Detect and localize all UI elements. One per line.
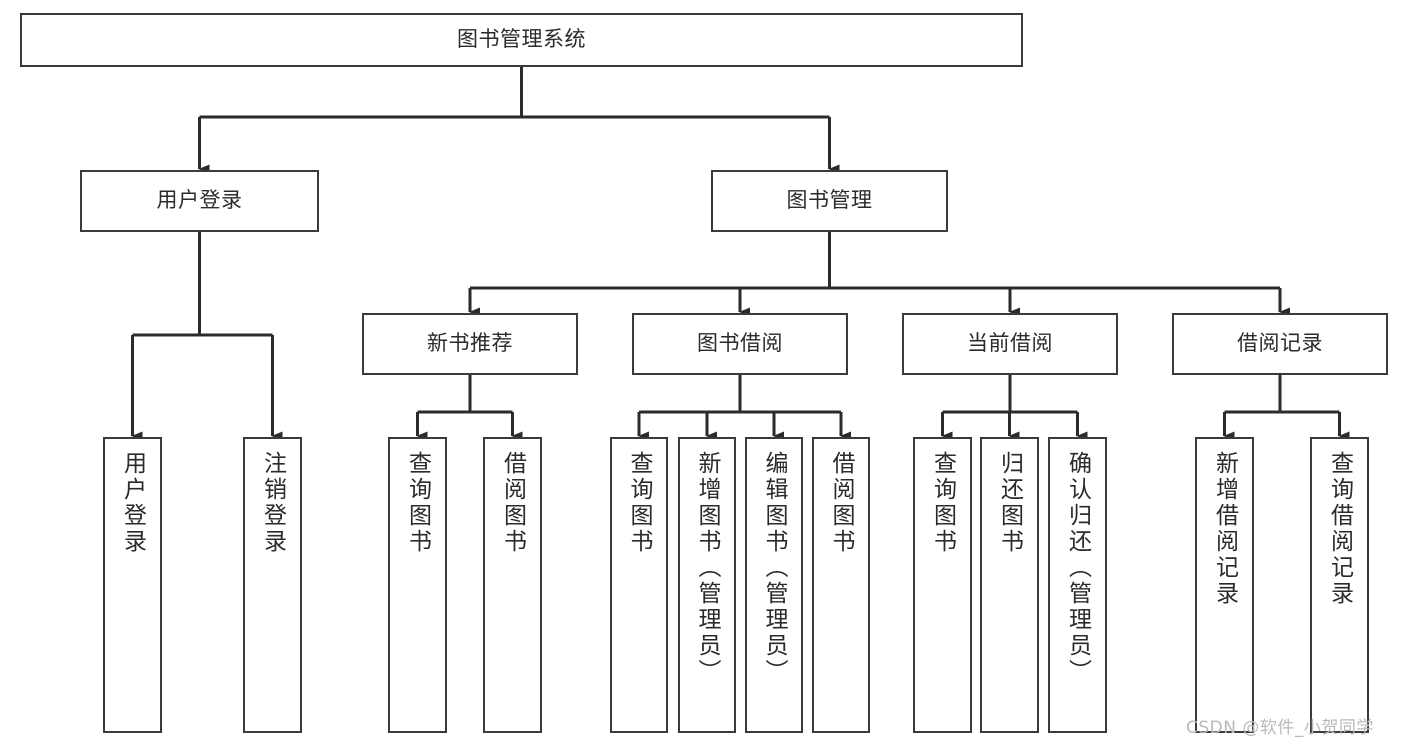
node-book-borrow[interactable]: 图书借阅 xyxy=(632,313,848,375)
node-label: 查询图书 xyxy=(929,451,956,555)
node-leaf-add-book[interactable]: 新增图书（管理员） xyxy=(678,437,736,733)
node-label: 借阅图书 xyxy=(499,451,526,555)
node-current-borrow[interactable]: 当前借阅 xyxy=(902,313,1118,375)
node-label: 图书管理 xyxy=(786,188,873,213)
node-leaf-query-book-3[interactable]: 查询图书 xyxy=(913,437,972,733)
node-leaf-return-book[interactable]: 归还图书 xyxy=(980,437,1039,733)
connector-paths xyxy=(131,67,1350,441)
node-leaf-query-record[interactable]: 查询借阅记录 xyxy=(1310,437,1369,733)
node-user-login[interactable]: 用户登录 xyxy=(80,170,319,232)
node-leaf-add-record[interactable]: 新增借阅记录 xyxy=(1195,437,1254,733)
node-label: 确认归还（管理员） xyxy=(1064,451,1091,685)
node-label: 当前借阅 xyxy=(967,331,1053,356)
node-label: 图书管理系统 xyxy=(457,27,586,52)
node-leaf-query-book-2[interactable]: 查询图书 xyxy=(610,437,668,733)
node-label: 用户登录 xyxy=(156,188,243,213)
node-label: 查询借阅记录 xyxy=(1326,451,1353,607)
node-label: 图书借阅 xyxy=(697,331,783,356)
node-label: 借阅记录 xyxy=(1237,331,1323,356)
node-leaf-user-login[interactable]: 用户登录 xyxy=(103,437,162,733)
node-label: 借阅图书 xyxy=(828,451,855,555)
node-leaf-user-logout[interactable]: 注销登录 xyxy=(243,437,302,733)
node-label: 查询图书 xyxy=(626,451,653,555)
node-leaf-borrow-book-1[interactable]: 借阅图书 xyxy=(483,437,542,733)
node-label: 新书推荐 xyxy=(427,331,513,356)
node-leaf-confirm-return[interactable]: 确认归还（管理员） xyxy=(1048,437,1107,733)
node-label: 用户登录 xyxy=(119,451,146,555)
node-leaf-edit-book[interactable]: 编辑图书（管理员） xyxy=(745,437,803,733)
watermark-label: CSDN @软件_小贺同学 xyxy=(1186,718,1374,738)
node-root[interactable]: 图书管理系统 xyxy=(20,13,1023,67)
node-label: 新增图书（管理员） xyxy=(694,451,721,685)
node-label: 注销登录 xyxy=(259,451,286,555)
node-leaf-query-book-1[interactable]: 查询图书 xyxy=(388,437,447,733)
node-label: 查询图书 xyxy=(404,451,431,555)
node-leaf-borrow-book-2[interactable]: 借阅图书 xyxy=(812,437,870,733)
node-label: 编辑图书（管理员） xyxy=(761,451,788,685)
node-label: 新增借阅记录 xyxy=(1211,451,1238,607)
node-new-book-rec[interactable]: 新书推荐 xyxy=(362,313,578,375)
node-book-mgmt[interactable]: 图书管理 xyxy=(711,170,948,232)
node-label: 归还图书 xyxy=(996,451,1023,555)
node-borrow-record[interactable]: 借阅记录 xyxy=(1172,313,1388,375)
